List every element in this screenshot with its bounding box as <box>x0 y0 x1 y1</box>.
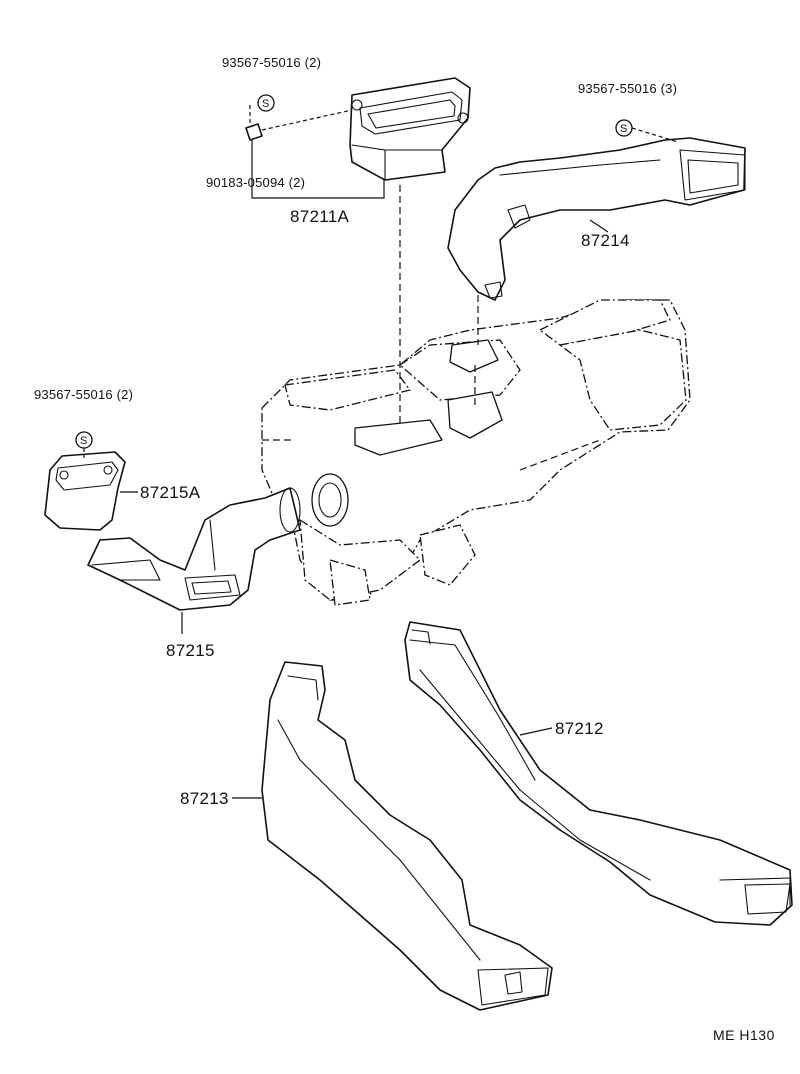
svg-text:S: S <box>620 123 627 135</box>
leader-87211a <box>251 140 385 199</box>
leader-87212 <box>519 727 553 736</box>
screw-symbol-top-center: S <box>257 94 275 112</box>
label-screw-top-right: 93567-55016 (3) <box>578 81 678 96</box>
svg-text:S: S <box>80 435 87 447</box>
label-screw-left: 93567-55016 (2) <box>34 387 134 402</box>
duct-87213 <box>261 661 553 1011</box>
label-87214: 87214 <box>581 231 630 250</box>
duct-87214 <box>447 127 746 301</box>
label-nut-top: 90183-05094 (2) <box>206 175 306 190</box>
duct-87215a <box>44 448 126 531</box>
label-screw-top-center: 93567-55016 (2) <box>222 55 322 70</box>
duct-87211a <box>349 77 471 181</box>
assembly-lines <box>399 185 479 425</box>
diagram-code: ME H130 <box>713 1027 775 1043</box>
label-87212: 87212 <box>555 719 604 738</box>
duct-87215 <box>87 487 301 611</box>
nut-clip <box>245 105 353 141</box>
label-87211a: 87211A <box>290 207 350 226</box>
svg-text:S: S <box>262 98 269 110</box>
duct-87212 <box>404 621 793 926</box>
leader-87214 <box>589 219 609 233</box>
label-87213: 87213 <box>180 789 229 808</box>
label-87215: 87215 <box>166 641 215 660</box>
screw-symbol-top-right: S <box>615 119 633 137</box>
heater-unit <box>261 299 691 606</box>
label-87215a: 87215A <box>140 483 201 502</box>
screw-symbol-left: S <box>75 431 93 449</box>
